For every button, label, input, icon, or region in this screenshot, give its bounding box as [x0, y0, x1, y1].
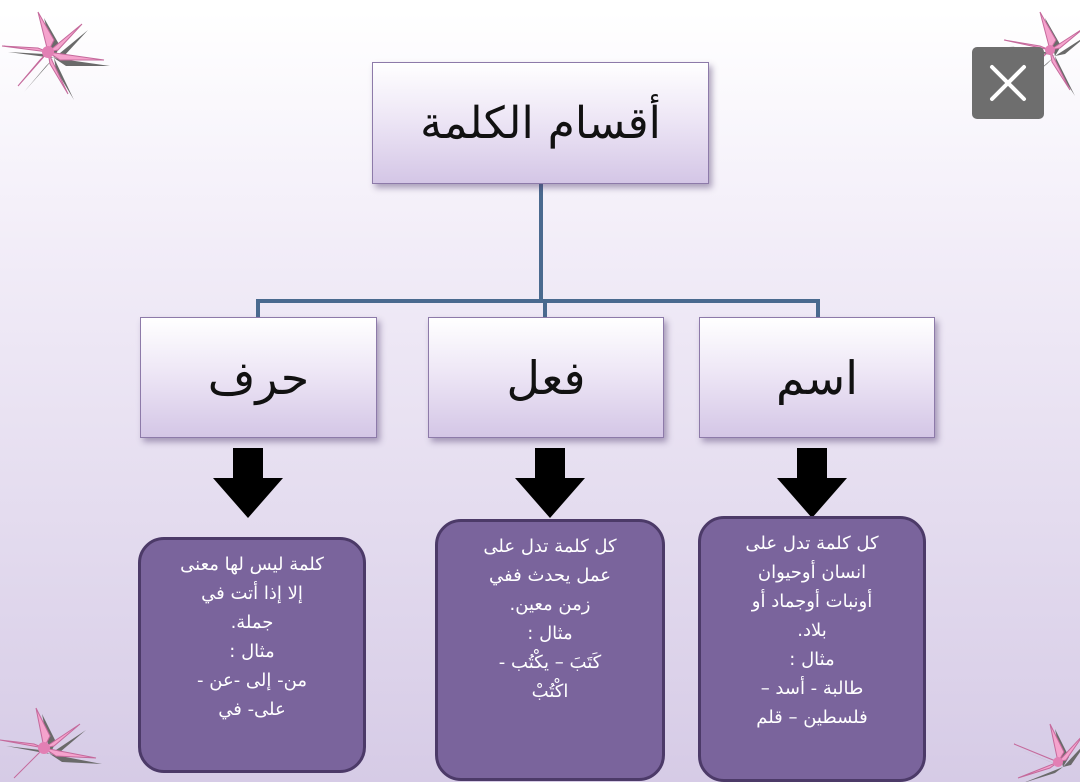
definition-line: كل كلمة تدل على	[483, 536, 617, 557]
definition-box-fi3l: كل كلمة تدل على عمل يحدث ففي زمن معين. م…	[435, 519, 665, 781]
root-node-box: أقسام الكلمة	[372, 62, 709, 184]
definition-line: إلا إذا أتت في	[201, 583, 303, 604]
close-button[interactable]	[972, 47, 1044, 119]
definition-line: كل كلمة تدل على	[745, 533, 879, 554]
example-line: اكْتُبْ	[531, 681, 569, 702]
flower-decoration-top-left	[1, 11, 110, 100]
definition-line: انسان أوحيوان	[757, 562, 867, 583]
category-label-fi3l: فعل	[506, 350, 586, 405]
root-node-label: أقسام الكلمة	[420, 97, 661, 149]
example-line: كَتَبَ – يكْتُب -	[498, 652, 602, 673]
close-icon	[990, 65, 1026, 101]
definition-box-harf: كلمة ليس لها معنى إلا إذا أتت في جملة. م…	[138, 537, 366, 773]
down-arrow-icon-harf	[213, 448, 283, 518]
example-line: من- إلى -عن -	[197, 670, 307, 691]
definition-line: عمل يحدث ففي	[489, 565, 611, 586]
definition-line: زمن معين.	[509, 594, 591, 615]
category-box-ism: اسم	[699, 317, 935, 438]
category-box-harf: حرف	[140, 317, 377, 438]
category-label-ism: اسم	[776, 350, 858, 405]
flower-decoration-bottom-left	[0, 707, 102, 782]
example-line: فلسطين – قلم	[756, 707, 868, 728]
definition-line: كلمة ليس لها معنى	[180, 554, 324, 575]
category-label-harf: حرف	[207, 350, 310, 405]
definition-line: جملة.	[230, 612, 274, 633]
flower-decoration-bottom-right	[1013, 723, 1080, 782]
example-line: طالبة - أسد –	[760, 678, 864, 699]
category-box-fi3l: فعل	[428, 317, 664, 438]
definition-line: بلاد.	[797, 620, 827, 641]
example-line: على- في	[218, 699, 286, 720]
definition-box-ism: كل كلمة تدل على انسان أوحيوان أونبات أوج…	[698, 516, 926, 782]
down-arrow-icon-fi3l	[515, 448, 585, 518]
example-heading: مثال :	[527, 623, 573, 644]
definition-line: أونبات أوجماد أو	[751, 591, 873, 612]
example-heading: مثال :	[789, 649, 835, 670]
down-arrow-icon-ism	[777, 448, 847, 518]
example-heading: مثال :	[229, 641, 275, 662]
